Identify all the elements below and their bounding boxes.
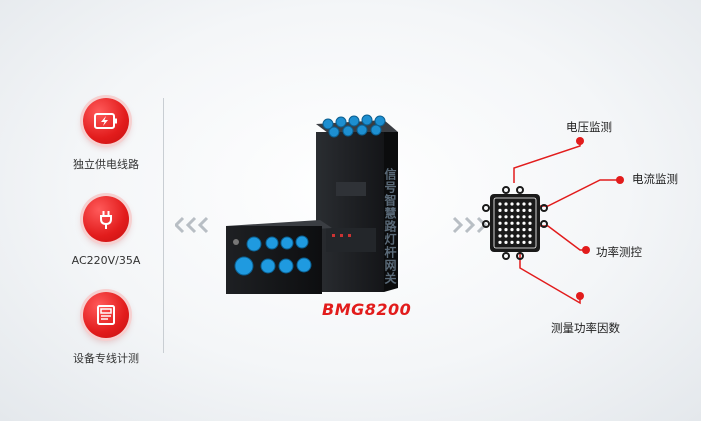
gateway-device-image [226, 114, 398, 294]
feature-ac-rating: AC220V/35A [70, 196, 142, 267]
monitor-label-power-control: 功率测控 [596, 245, 642, 259]
power-plug-icon [83, 196, 129, 242]
feature-independent-power: 独立供电线路 [70, 98, 142, 172]
product-name: 信号智慧路灯杆网关 [383, 168, 397, 285]
feature-dedicated-metering: 设备专线计测 [70, 292, 142, 366]
monitor-label-voltage: 电压监测 [566, 120, 612, 134]
monitor-label-power-factor: 测量功率因数 [551, 321, 620, 335]
product-model: BMG8200 [322, 300, 412, 319]
chevron-right-icon [452, 216, 488, 234]
feature-label: 独立供电线路 [73, 158, 139, 171]
monitoring-diagram [482, 137, 624, 305]
chevron-left-icon [175, 216, 209, 234]
monitor-label-current: 电流监测 [632, 172, 678, 186]
feature-label: 设备专线计测 [73, 352, 139, 365]
chip-icon [490, 194, 540, 252]
section-divider [163, 98, 164, 353]
feature-label: AC220V/35A [71, 254, 141, 267]
meter-icon [83, 292, 129, 338]
endpoint-dots [576, 137, 624, 300]
battery-charge-icon [83, 98, 129, 144]
